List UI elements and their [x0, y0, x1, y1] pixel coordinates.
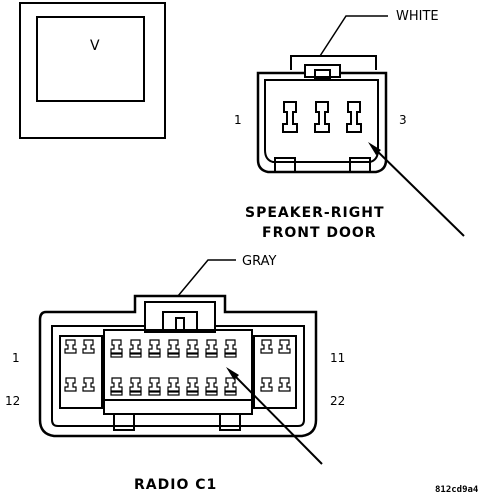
radio-pin-11-label: 11	[330, 351, 345, 365]
radio-terminal-cavity	[167, 339, 180, 354]
radio-terminal-cavity	[260, 377, 273, 392]
radio-pin-22-label: 22	[330, 394, 345, 408]
radio-terminal-base	[186, 391, 199, 396]
speaker-pin-1-label: 1	[234, 113, 242, 127]
radio-terminal-base	[205, 353, 218, 358]
radio-terminal-base	[186, 353, 199, 358]
radio-terminal-base	[205, 391, 218, 396]
radio-terminal-cavity	[148, 339, 161, 354]
radio-terminal-cavity	[148, 377, 161, 392]
radio-terminal-cavity	[82, 339, 95, 354]
radio-terminal-base	[224, 391, 237, 396]
radio-terminal-cavity	[64, 339, 77, 354]
speaker-color-label: WHITE	[396, 9, 439, 24]
radio-terminal-base	[129, 353, 142, 358]
radio-terminal-cavity	[186, 377, 199, 392]
radio-terminal-cavity	[224, 339, 237, 354]
radio-terminal-cavity	[167, 377, 180, 392]
radio-terminal-base	[167, 391, 180, 396]
radio-pin-12-label: 12	[5, 394, 20, 408]
radio-terminal-cavity	[129, 339, 142, 354]
radio-terminal-cavity	[110, 377, 123, 392]
speaker-connector	[256, 15, 465, 237]
speaker-arrowhead	[368, 142, 381, 155]
radio-terminal-cavity	[278, 339, 291, 354]
radio-pin-1-label: 1	[12, 351, 20, 365]
radio-terminal-cavity	[129, 377, 142, 392]
radio-terminal-cavity	[82, 377, 95, 392]
speaker-title-line2: FRONT DOOR	[262, 225, 377, 241]
speaker-pin-3-label: 3	[399, 113, 407, 127]
view-label: V	[90, 38, 100, 54]
radio-terminal-cavity	[224, 377, 237, 392]
figure-code: 812cd9a4	[435, 485, 479, 495]
radio-terminal-base	[110, 391, 123, 396]
radio-terminal-cavity	[186, 339, 199, 354]
radio-terminal-cavity	[260, 339, 273, 354]
radio-arrowhead	[226, 367, 239, 380]
radio-terminal-base	[110, 353, 123, 358]
radio-title: RADIO C1	[134, 477, 217, 493]
radio-terminal-cavity	[205, 339, 218, 354]
radio-terminal-cavity	[110, 339, 123, 354]
radio-terminal-base	[148, 353, 161, 358]
radio-connector	[38, 259, 323, 465]
radio-color-label: GRAY	[242, 254, 276, 269]
radio-terminal-cavity	[278, 377, 291, 392]
radio-terminal-base	[224, 353, 237, 358]
radio-terminal-base	[129, 391, 142, 396]
radio-terminal-cavity	[64, 377, 77, 392]
speaker-title-line1: SPEAKER-RIGHT	[245, 205, 385, 221]
radio-terminal-grid	[64, 339, 291, 396]
view-box	[19, 2, 166, 139]
radio-terminal-cavity	[205, 377, 218, 392]
radio-terminal-base	[167, 353, 180, 358]
radio-terminal-base	[148, 391, 161, 396]
